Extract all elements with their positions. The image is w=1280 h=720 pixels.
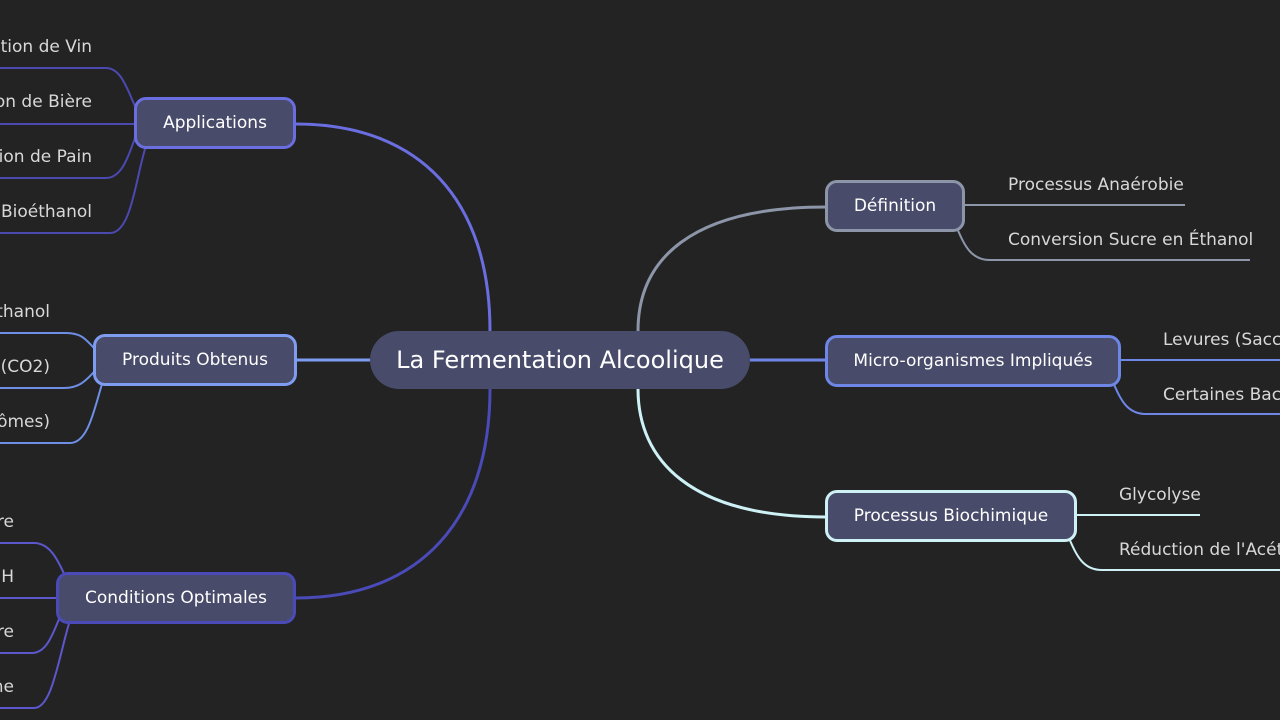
link-biochimique [636, 388, 827, 519]
leaf-conditions-3[interactable]: re [0, 622, 14, 642]
branch-micro-organismes-label: Micro-organismes Impliqués [853, 351, 1093, 371]
branch-definition[interactable]: Définition [825, 180, 965, 232]
leaf-biochimique-reduction[interactable]: Réduction de l'Acét [1119, 540, 1280, 560]
branch-conditions-optimales[interactable]: Conditions Optimales [56, 572, 296, 624]
branch-produits-obtenus-label: Produits Obtenus [122, 350, 268, 370]
branch-produits-obtenus[interactable]: Produits Obtenus [93, 334, 297, 386]
leaf-applications-biere[interactable]: on de Bière [0, 92, 92, 112]
branch-definition-label: Définition [853, 196, 937, 216]
leaf-applications-pain[interactable]: ion de Pain [0, 147, 92, 167]
leaf-produits-co2[interactable]: (CO2) [0, 357, 50, 377]
link-conditions [295, 388, 492, 600]
branch-conditions-optimales-label: Conditions Optimales [85, 588, 267, 608]
branch-processus-biochimique[interactable]: Processus Biochimique [825, 490, 1077, 542]
branch-applications-label: Applications [163, 113, 267, 133]
central-topic-node[interactable]: La Fermentation Alcoolique [370, 331, 750, 389]
leaf-produits-ethanol[interactable]: thanol [0, 302, 50, 322]
branch-processus-biochimique-label: Processus Biochimique [853, 506, 1049, 526]
leaf-biochimique-glycolyse[interactable]: Glycolyse [1119, 485, 1201, 505]
branch-applications[interactable]: Applications [134, 97, 296, 149]
leaf-conditions-ph[interactable]: H [1, 567, 14, 587]
leaf-definition-anaerobie[interactable]: Processus Anaérobie [1008, 175, 1184, 195]
link-definition [636, 205, 827, 332]
link-applications [295, 122, 492, 332]
branch-micro-organismes[interactable]: Micro-organismes Impliqués [825, 335, 1121, 387]
central-topic-label: La Fermentation Alcoolique [396, 346, 724, 374]
leaf-applications-vin[interactable]: ction de Vin [0, 37, 92, 57]
leaf-applications-bioethanol[interactable]: Bioéthanol [0, 202, 92, 222]
leaf-micro-levures[interactable]: Levures (Sacch [1163, 330, 1280, 350]
leaf-definition-conversion[interactable]: Conversion Sucre en Éthanol [1008, 230, 1254, 250]
leaf-conditions-4[interactable]: ne [0, 677, 14, 697]
leaf-produits-aromes[interactable]: ômes) [0, 412, 50, 432]
leaf-conditions-1[interactable]: re [0, 512, 14, 532]
leaf-micro-bacteries[interactable]: Certaines Bact [1163, 385, 1280, 405]
